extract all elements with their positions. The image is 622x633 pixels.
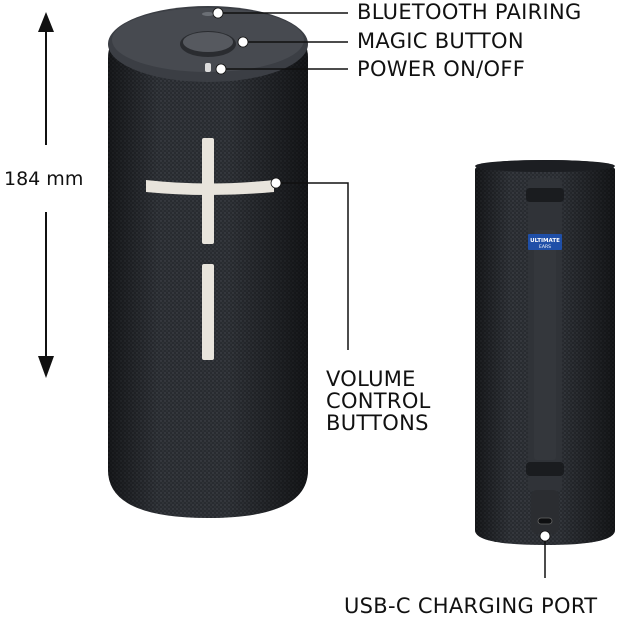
back-speaker: ULTIMATE EARS [475,160,615,545]
badge-line2: EARS [539,244,551,250]
callout-power: POWER ON/OFF [357,59,525,80]
callout-bluetooth-pairing: BLUETOOTH PAIRING [357,2,582,23]
callout-usb-c: USB-C CHARGING PORT [344,596,597,617]
usb-c-port[interactable] [538,518,552,524]
callout-volume-control: VOLUME CONTROL BUTTONS [326,368,431,434]
usb-c-port-housing [531,490,559,534]
height-dimension-label: 184 mm [4,168,83,190]
badge-line1: ULTIMATE [530,238,560,244]
callout-magic-button: MAGIC BUTTON [357,31,524,52]
dimension-arrow [38,12,54,378]
volume-down-button[interactable] [202,264,214,360]
power-button[interactable] [205,63,211,72]
front-speaker [108,6,308,518]
